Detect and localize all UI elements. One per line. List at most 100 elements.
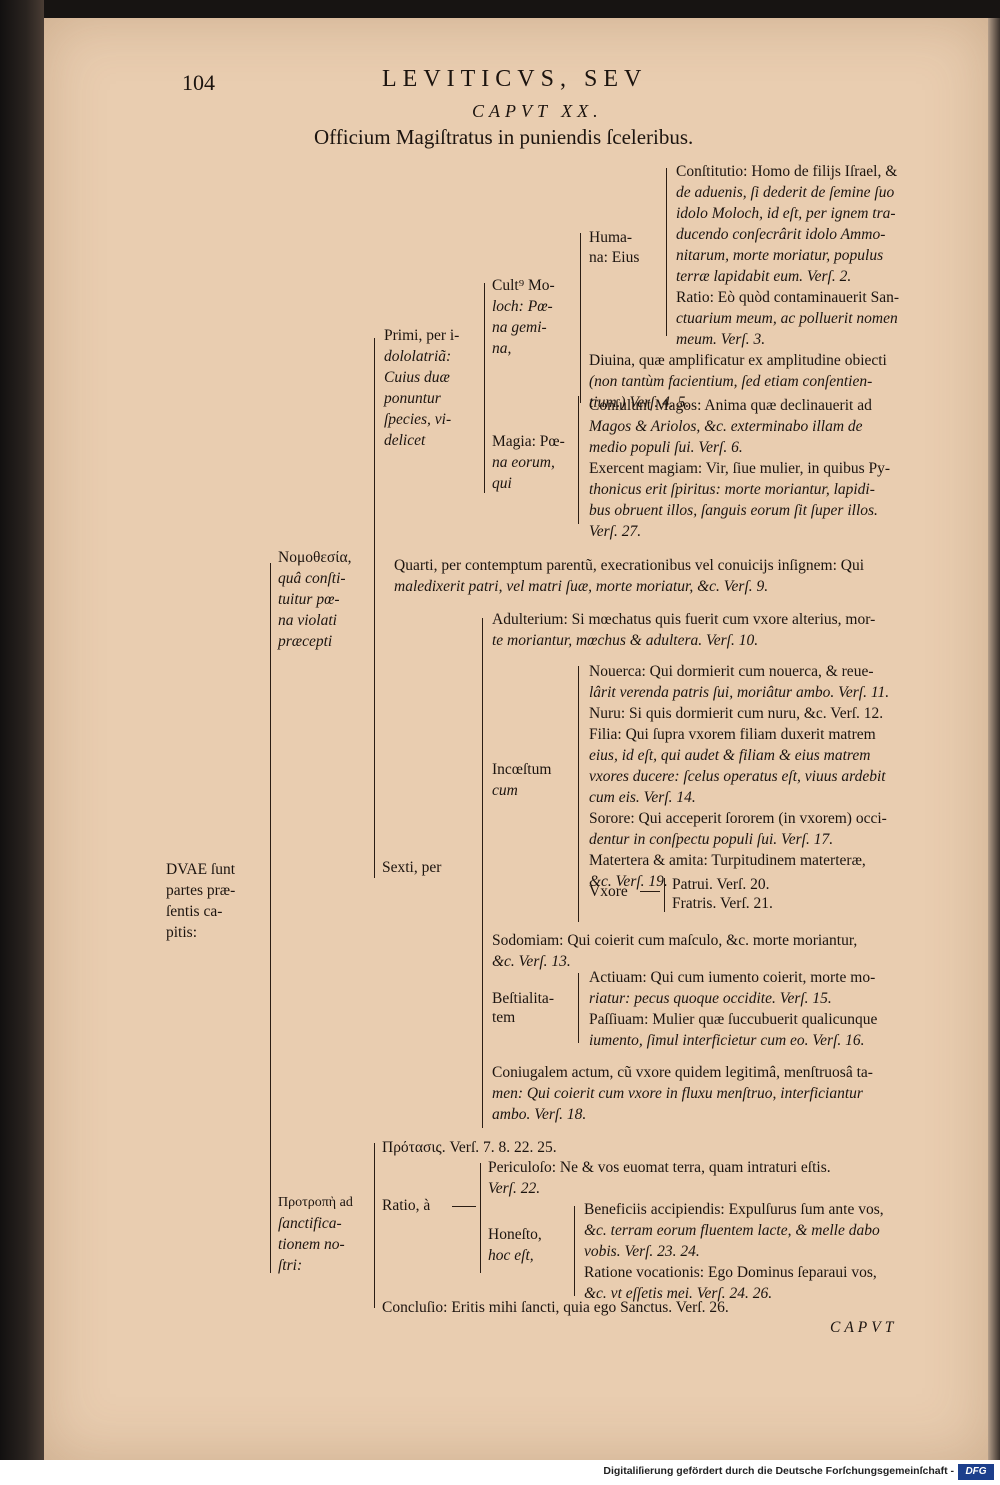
scanned-page: 104 LEVITICVS, SEV CAPVT XX. Officium Ma… [44, 18, 988, 1460]
cultus-label: na gemi- [492, 319, 547, 336]
coniugalem-text: ambo. Verſ. 18. [492, 1106, 587, 1123]
constitutio-text: de aduenis, ſi dederit de ſemine ſuo [676, 184, 895, 201]
diuina-text: Diuina, quæ amplificatur ex amplitudine … [589, 352, 887, 369]
brace-vxore [664, 878, 665, 912]
sorore-text: dentur in conſpectu populi ſui. Verſ. 17… [589, 831, 834, 848]
honesto-label: hoc eſt, [488, 1247, 534, 1264]
exercent-text: bus obruent illos, ſanguis eorum ſit ſup… [589, 502, 878, 519]
vxore-label: Vxore [589, 883, 628, 900]
footer-credit: Digitaliſierung gefördert durch die Deut… [603, 1465, 954, 1477]
root-label: ſentis ca- [166, 903, 223, 920]
cultus-label: na, [492, 340, 512, 357]
nomothesia-label: quâ conſti- [278, 570, 346, 587]
filia-text: eius, id eſt, qui audet & filiam & eius … [589, 747, 871, 764]
coniugalem-text: men: Qui coierit cum vxore in fluxu menſ… [492, 1085, 863, 1102]
nouerca-text: Nouerca: Qui dormierit cum nouerca, & re… [589, 663, 874, 680]
magia-label: na eorum, [492, 454, 555, 471]
running-head: LEVITICVS, SEV [382, 66, 648, 92]
passiuam-text: iumento, ſimul interficietur cum eo. Ver… [589, 1032, 865, 1049]
page-edge [988, 18, 1000, 1460]
fratris-text: Fratris. Verſ. 21. [672, 895, 773, 912]
constitutio-text: Conſtitutio: Homo de filijs Iſrael, & [676, 163, 898, 180]
humana-label: na: Eius [589, 249, 640, 266]
primi-label: ponuntur [384, 390, 441, 407]
exercent-text: Exercent magiam: Vir, ſiue mulier, in qu… [589, 460, 891, 477]
nomothesia-label: tuitur pœ- [278, 591, 340, 608]
nouerca-text: lârit verenda patris ſui, moriâtur ambo.… [589, 684, 890, 701]
actiuam-text: Actiuam: Qui cum iumento coierit, morte … [589, 969, 876, 986]
magia-label: Magia: Pœ- [492, 433, 565, 450]
cultus-label: Cult⁹ Mo- [492, 277, 555, 294]
matertera-text: &c. Verſ. 19. [589, 873, 668, 890]
brace-honesto [574, 1206, 575, 1296]
protasis-text: Πρότασις. Verſ. 7. 8. 22. 25. [382, 1139, 557, 1156]
ratio-text: ctuarium meum, ac polluerit nomen [676, 310, 898, 327]
primi-label: dololatriã: [384, 348, 452, 365]
periculoso-text: Periculoſo: Ne & vos euomat terra, quam … [488, 1159, 831, 1176]
brace-root [270, 563, 271, 1273]
nuru-text: Nuru: Si quis dormierit cum nuru, &c. Ve… [589, 705, 884, 722]
adulterium-text: Adulterium: Si mœchatus quis fuerit cum … [492, 611, 876, 628]
sodomiam-text: &c. Verſ. 13. [492, 953, 571, 970]
honesto-label: Honeſto, [488, 1226, 542, 1243]
page-number: 104 [182, 70, 215, 95]
chapter-heading: CAPVT XX. [472, 101, 603, 121]
beneficiis-text: &c. terram eorum fluentem lacte, & melle… [584, 1222, 880, 1239]
ratio-text: meum. Verſ. 3. [676, 331, 766, 348]
footer-bar: Digitaliſierung gefördert durch die Deut… [0, 1460, 1000, 1485]
quarti-text: maledixerit patri, vel matri ſuæ, morte … [394, 578, 769, 595]
ratio-text: Ratio: Eò quòd contaminauerit San- [676, 289, 899, 306]
constitutio-text: nitarum, morte moriatur, populus [676, 247, 884, 264]
dfg-logo: DFG [958, 1464, 994, 1480]
quarti-text: Quarti, per contemptum parentũ, execrati… [394, 557, 865, 574]
beneficiis-text: vobis. Verſ. 23. 24. [584, 1243, 700, 1260]
patrui-text: Patrui. Verſ. 20. [672, 876, 770, 893]
brace-humana [666, 168, 667, 336]
primi-label: Cuius duæ [384, 369, 450, 386]
arrow-line [640, 891, 660, 892]
brace-magia [578, 396, 579, 524]
consulunt-text: medio populi ſui. Verſ. 6. [589, 439, 743, 456]
primi-label: delicet [384, 432, 426, 449]
incestum-label: cum [492, 782, 518, 799]
coniugalem-text: Coniugalem actum, cũ vxore quidem legiti… [492, 1064, 873, 1081]
ratione-text: Ratione vocationis: Ego Dominus ſeparaui… [584, 1264, 877, 1281]
nomothesia-label: na violati [278, 612, 337, 629]
ratione-text: &c. vt eſſetis mei. Verſ. 24. 26. [584, 1285, 773, 1302]
passiuam-text: Paſſiuam: Mulier quæ ſuccubuerit qualicu… [589, 1011, 878, 1028]
brace-ratio [480, 1163, 481, 1273]
protrope-label: ſtri: [278, 1257, 303, 1274]
brace-sexti [482, 618, 483, 1128]
root-label: pitis: [166, 924, 198, 941]
consulunt-text: Magos & Ariolos, &c. exterminabo illam d… [589, 418, 863, 435]
filia-text: vxores ducere: ſcelus operatus eſt, viuu… [589, 768, 886, 785]
book-spine-shadow [0, 0, 44, 1460]
constitutio-text: ducendo conſecrârit idolo Ammo- [676, 226, 886, 243]
nomothesia-label: Νομοθεσία, [278, 549, 352, 566]
sexti-label: Sexti, per [382, 859, 442, 876]
brace-primi [484, 283, 485, 493]
actiuam-text: riatur: pecus quoque occidite. Verſ. 15. [589, 990, 832, 1007]
ratio-label: Ratio, à [382, 1197, 431, 1214]
beneficiis-text: Beneficiis accipiendis: Expulſurus ſum a… [584, 1201, 884, 1218]
bestialitatem-label: tem [492, 1009, 516, 1026]
filia-text: Filia: Qui ſupra vxorem filiam duxerit m… [589, 726, 876, 743]
sodomiam-text: Sodomiam: Qui coierit cum maſculo, &c. m… [492, 932, 858, 949]
filia-text: cum eis. Verſ. 14. [589, 789, 696, 806]
protrope-label: tionem no- [278, 1236, 345, 1253]
magia-label: qui [492, 475, 512, 492]
brace-cultus [580, 233, 581, 403]
bestialitatem-label: Beſtialita- [492, 990, 554, 1007]
protrope-label: Προτροπὴ ad [278, 1195, 353, 1210]
brace-protrope [374, 1143, 375, 1308]
primi-label: ſpecies, vi- [384, 411, 452, 428]
brace-bestialitatem [578, 973, 579, 1043]
catchword: CAPVT [830, 1319, 898, 1336]
matertera-text: Matertera & amita: Turpitudinem materter… [589, 852, 866, 869]
consulunt-text: Conſulunt Magos: Anima quæ declinauerit … [589, 397, 872, 414]
primi-label: Primi, per i- [384, 327, 460, 344]
root-label: DVAE ſunt [166, 861, 236, 878]
exercent-text: Verſ. 27. [589, 523, 642, 540]
sorore-text: Sorore: Qui acceperit ſororem (in vxorem… [589, 810, 887, 827]
adulterium-text: te moriantur, mœchus & adultera. Verſ. 1… [492, 632, 759, 649]
